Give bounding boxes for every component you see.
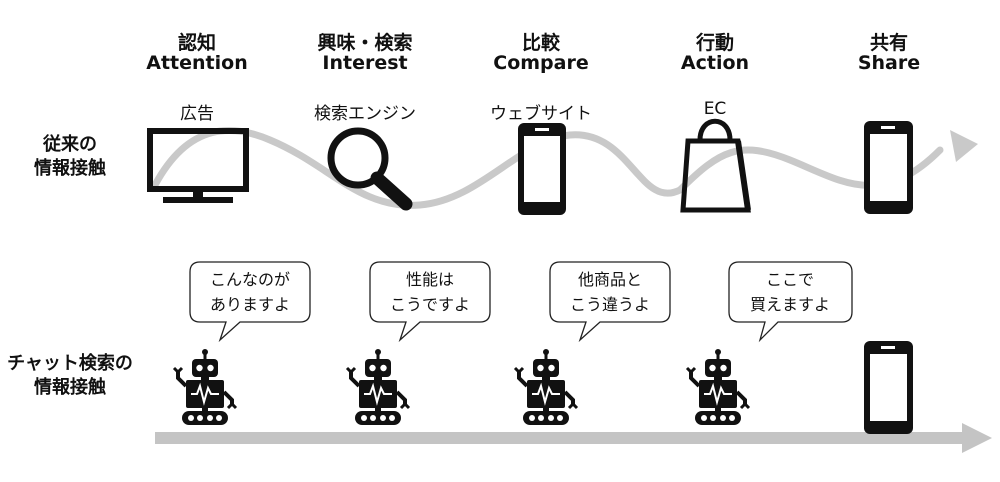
smartphone-icon-chat bbox=[864, 341, 913, 434]
speech-bubble bbox=[549, 261, 671, 343]
magnifier-icon bbox=[327, 127, 413, 211]
touchpoint-label: 検索エンジン bbox=[314, 104, 416, 124]
robot-icon bbox=[513, 347, 579, 427]
shopping-bag-icon bbox=[680, 118, 751, 213]
speech-bubble bbox=[369, 261, 491, 343]
speech-bubble bbox=[728, 261, 853, 343]
stage-title-ja: 行動 bbox=[695, 32, 734, 54]
stage-title-en: Action bbox=[680, 52, 750, 74]
touchpoint-label: 広告 bbox=[180, 104, 214, 124]
robot-icon bbox=[345, 347, 411, 427]
stage-title-en: Attention bbox=[146, 52, 248, 74]
stage-title-ja: 比較 bbox=[521, 32, 560, 54]
traditional-flow-arrowhead bbox=[950, 130, 978, 162]
stage-title-ja: 興味・検索 bbox=[317, 32, 413, 54]
chat-flow-arrowhead bbox=[962, 423, 992, 453]
stage-title-en: Share bbox=[857, 52, 921, 74]
bubble-text: 他商品と こう違うよ bbox=[569, 270, 650, 314]
speech-bubble bbox=[189, 261, 311, 343]
smartphone-icon-compare bbox=[518, 123, 566, 215]
stage-title-ja: 認知 bbox=[177, 32, 216, 54]
bubble-text: こんなのが ありますよ bbox=[209, 270, 290, 314]
stage-title-en: Compare bbox=[493, 52, 589, 74]
robot-icon bbox=[172, 347, 238, 427]
stage-title-ja: 共有 bbox=[869, 32, 908, 54]
traditional-flow-wave bbox=[151, 127, 944, 209]
row-label-traditional: 従来の 情報接触 bbox=[34, 134, 106, 179]
bubble-text: ここで 買えますよ bbox=[749, 270, 830, 314]
row-label-chat: チャット検索の 情報接触 bbox=[7, 353, 133, 398]
stage-title-en: Interest bbox=[322, 52, 408, 74]
touchpoint-label: ウェブサイト bbox=[490, 104, 592, 124]
chat-flow-line bbox=[155, 432, 965, 444]
tv-icon bbox=[147, 128, 249, 203]
touchpoint-label: EC bbox=[703, 99, 727, 119]
robot-icon bbox=[685, 347, 751, 427]
bubble-text: 性能は こうですよ bbox=[389, 270, 470, 314]
smartphone-icon-share bbox=[864, 121, 913, 214]
